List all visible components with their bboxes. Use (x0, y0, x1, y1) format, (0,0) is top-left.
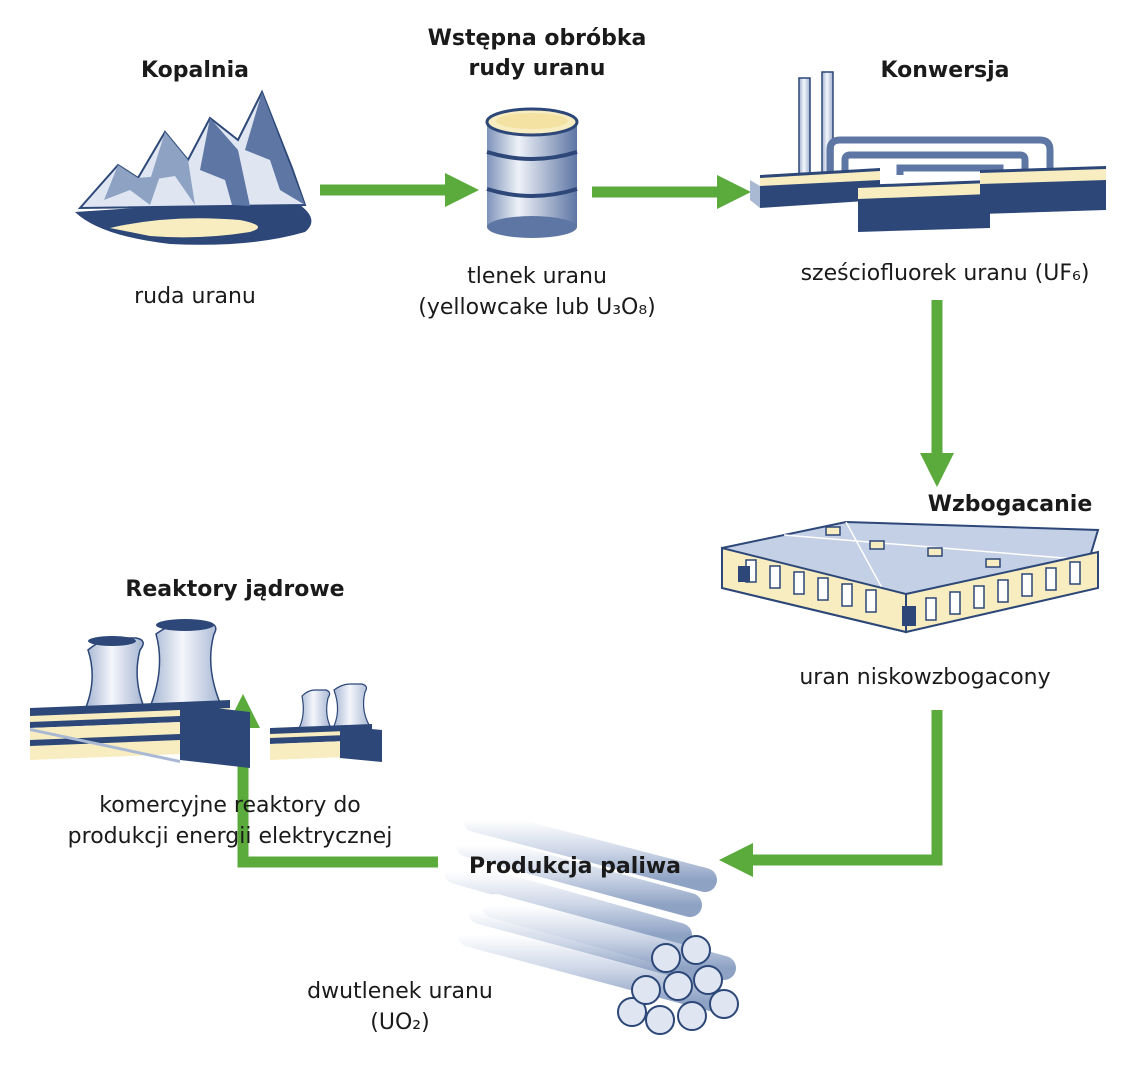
stage-mine-output: ruda uranu (80, 281, 310, 312)
stage-label-milling: tlenek uranu (yellowcake lub U₃O₈) (418, 264, 656, 320)
stage-fuel-output: dwutlenek uranu (UO₂) (270, 976, 530, 1038)
stage-conversion: Konwersja (820, 56, 1070, 86)
stage-milling: Wstępna obróbka rudy uranu (382, 24, 692, 84)
stage-label-conversion: sześciofluorek uranu (UF₆) (800, 261, 1090, 286)
stage-enrichment: Wzbogacanie (900, 490, 1120, 520)
factory-icon (750, 71, 1106, 232)
fuel-rods-icon (444, 808, 739, 1035)
stage-reactors: Reaktory jądrowe (90, 575, 380, 605)
barrel-icon (485, 107, 579, 238)
mountain-icon (75, 89, 312, 245)
cooling-towers-icon (30, 619, 382, 768)
stage-title-enrichment: Wzbogacanie (927, 492, 1093, 517)
warehouse-icon (721, 520, 1100, 634)
stage-title-mine: Kopalnia (141, 58, 249, 83)
stage-label-reactors: komercyjne reaktory do produkcji energii… (67, 793, 393, 849)
stage-title-fuel: Produkcja paliwa (468, 854, 682, 879)
stage-label-fuel: dwutlenek uranu (UO₂) (307, 979, 493, 1035)
stage-conversion-output: sześciofluorek uranu (UF₆) (770, 258, 1120, 289)
arrow-enrichment-to-fuel (718, 710, 943, 878)
stage-label-enrichment: uran niskowzbogacony (799, 665, 1051, 690)
stage-title-reactors: Reaktory jądrowe (125, 577, 345, 602)
stage-title-milling: Wstępna obróbka rudy uranu (427, 26, 647, 81)
stage-milling-output: tlenek uranu (yellowcake lub U₃O₈) (382, 261, 692, 323)
stage-enrichment-output: uran niskowzbogacony (760, 662, 1090, 693)
stage-title-conversion: Konwersja (880, 58, 1010, 83)
stage-fuel: Produkcja paliwa (430, 852, 720, 882)
stage-label-mine: ruda uranu (134, 284, 256, 309)
stage-mine: Kopalnia (80, 56, 310, 86)
stage-reactors-output: komercyjne reaktory do produkcji energii… (20, 790, 440, 852)
